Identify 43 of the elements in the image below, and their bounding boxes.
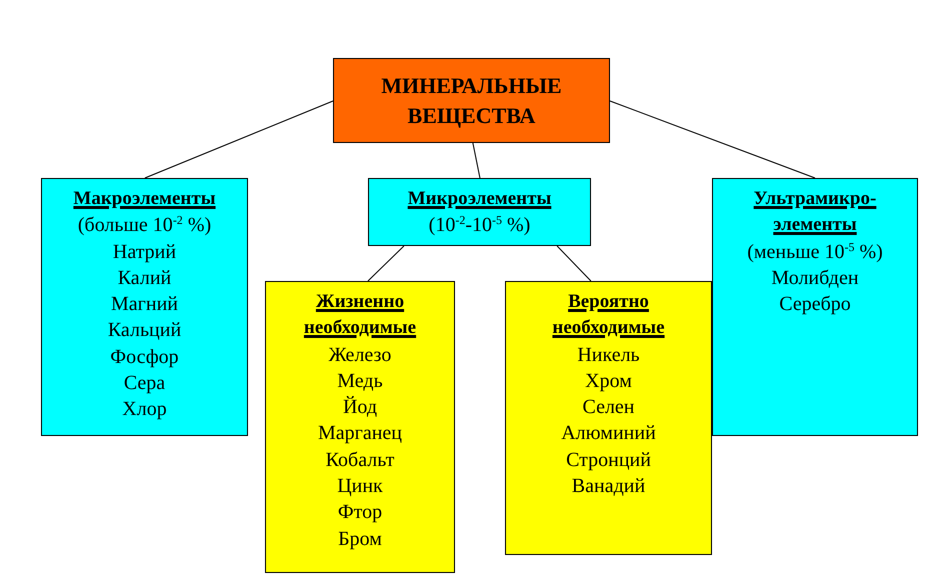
- item-text: Молибден: [771, 266, 859, 291]
- item-text: Фтор: [338, 500, 382, 526]
- item-text: (меньше 10$^{-5}$ %): [747, 238, 883, 265]
- item-text: (больше 10$^{-2}$ %): [78, 212, 212, 238]
- category-box: [41, 178, 248, 436]
- connector-line: [144, 100, 334, 178]
- item-text: Бром: [338, 526, 382, 552]
- item-text: Цинк: [337, 474, 383, 500]
- item-text: Селен: [582, 395, 635, 420]
- item-text: Алюминий: [561, 421, 656, 446]
- item-text: Стронций: [566, 448, 651, 473]
- title-text: МИНЕРАЛЬНЫЕ ВЕЩЕСТВА: [380, 72, 563, 130]
- category-heading: Микроэлементы: [408, 187, 552, 211]
- item-text: Хром: [585, 368, 632, 394]
- item-text: Фосфор: [110, 344, 179, 370]
- category-box: [712, 178, 918, 436]
- item-text: Железо: [328, 342, 392, 368]
- title-box: [333, 58, 610, 143]
- item-text: Сера: [124, 371, 166, 396]
- item-text: Натрий: [112, 240, 176, 265]
- item-text: Магний: [111, 292, 178, 318]
- category-box: [265, 281, 455, 573]
- item-text: Серебро: [779, 292, 851, 318]
- item-text: Кобальт: [326, 448, 394, 473]
- item-text: Ванадий: [572, 474, 646, 500]
- category-heading: Жизненно необходимые: [302, 290, 418, 340]
- item-text: Никель: [577, 342, 640, 368]
- connector-line: [367, 246, 404, 282]
- connector-line: [472, 142, 480, 178]
- category-box: [368, 178, 591, 246]
- category-heading: Макроэлементы: [73, 187, 216, 211]
- connector-line: [610, 100, 816, 178]
- item-text: Йод: [342, 395, 378, 420]
- item-text: (10$^{-2}$-10$^{-5}$ %): [428, 212, 530, 238]
- item-text: Хлор: [122, 397, 167, 422]
- category-heading: Вероятно необходимые: [551, 290, 666, 340]
- item-text: Калий: [118, 266, 172, 291]
- connector-line: [556, 246, 592, 282]
- item-text: Марганец: [318, 421, 402, 446]
- item-text: Медь: [337, 368, 383, 394]
- category-heading: Ультрамикро-элементы: [752, 187, 878, 238]
- item-text: Кальций: [108, 318, 182, 344]
- category-box: [505, 281, 712, 555]
